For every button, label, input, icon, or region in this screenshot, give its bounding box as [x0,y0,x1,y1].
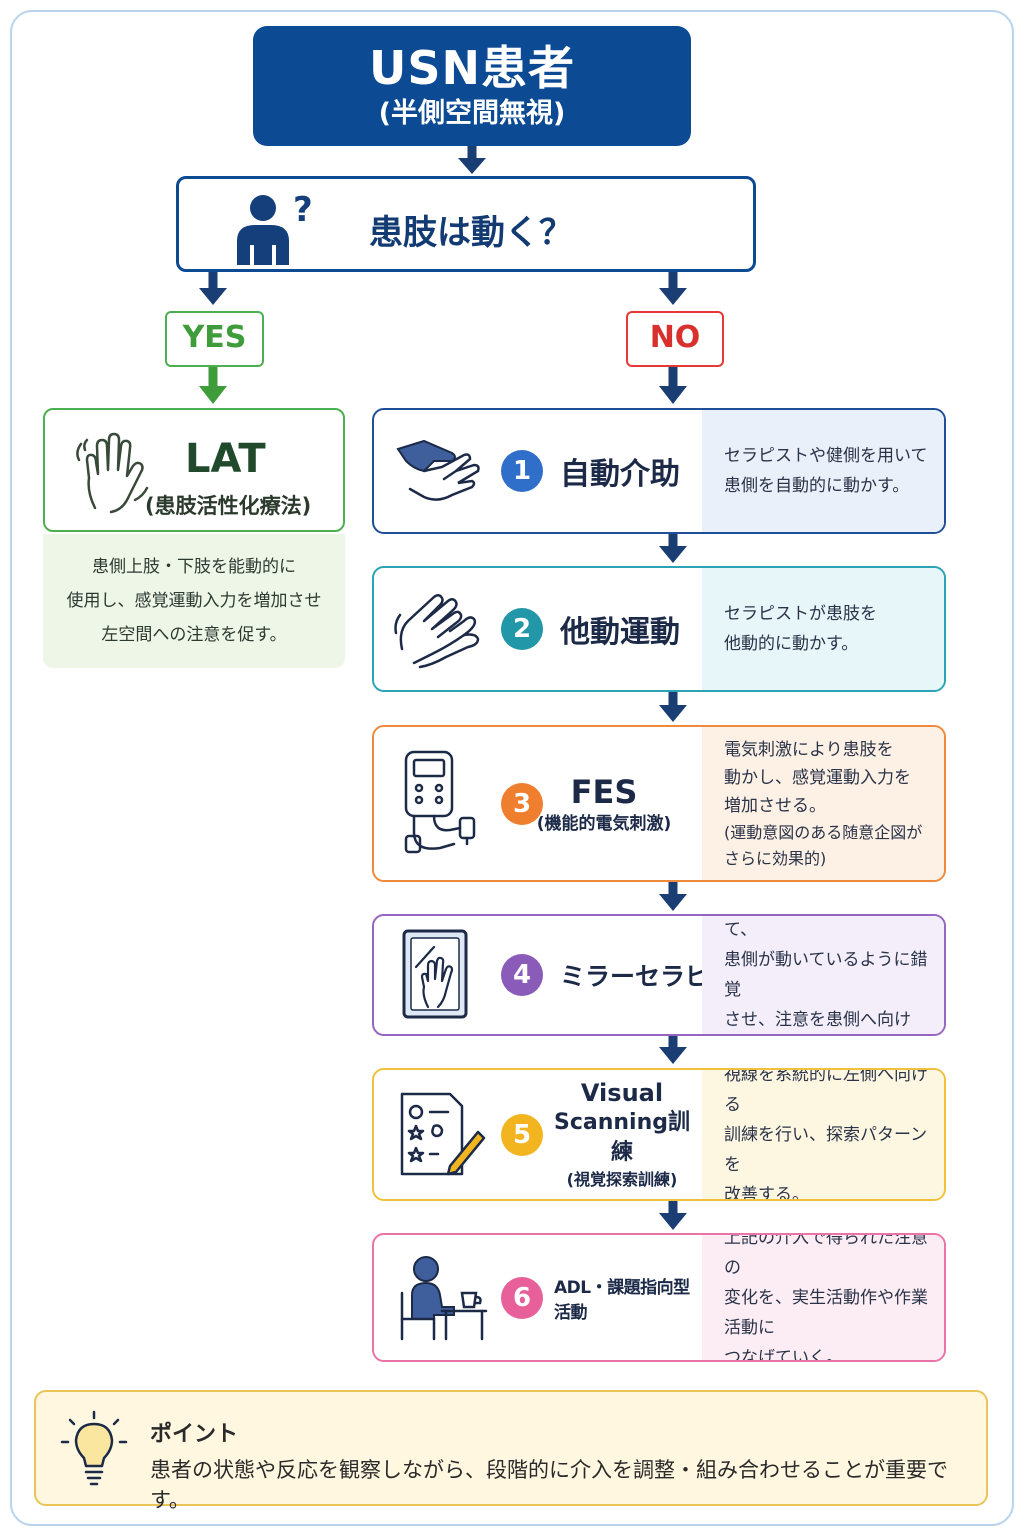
lat-desc-line: 使用し、感覚運動入力を増加させ [66,591,322,611]
step-1-number: 1 [501,450,543,492]
lat-title: LAT [185,436,266,482]
lat-subtitle: (患肢活性化療法) [145,494,312,518]
step-desc-line: さらに効果的) [724,848,827,868]
svg-text:?: ? [293,191,313,230]
step-desc-line: 患側が動いているように錯覚 [724,950,928,1000]
step-2-description: セラピストが患肢を 他動的に動かす。 [702,568,944,690]
step-5-box: 5 Visual Scanning訓練 (視覚探索訓練) 視線を系統的に左側へ向… [372,1068,946,1201]
lightbulb-icon [60,1410,128,1486]
step-desc-line: (運動意図のある随意企図が [724,822,923,842]
lat-desc-line: 患側上肢・下肢を能動的に [92,557,296,577]
step-desc-line: 他動的に動かす。 [724,634,859,654]
step-6-box: 6 ADL・課題指向型活動 上記の介入で得られた注意の 変化を、実生活動作や作業… [372,1233,946,1362]
step-desc-line: 改善する。 [724,1184,809,1201]
mirror-hand-icon [402,929,468,1019]
step-1-description: セラピストや健側を用いて 患側を自動的に動かす。 [702,410,944,532]
yes-label: YES [165,311,264,367]
question-text: 患肢は動く？ [369,213,573,253]
lat-desc-line: 左空間への注意を促す。 [101,625,287,645]
step-3-sublabel: (機能的電気刺激) [536,813,672,834]
step-2-label: 他動運動 [560,615,680,650]
step-6-label: ADL・課題指向型活動 [554,1277,690,1323]
step-5-number: 5 [501,1113,543,1156]
title-box: USN患者 (半側空間無視) [253,26,691,146]
step-desc-line: 変化を、実生活動作や作業活動に [724,1287,928,1338]
page-title: USN患者 [369,41,575,95]
hand-wave-icon [76,432,149,514]
step-4-description: 鏡に映る健側の運動を通じて、 患側が動いているように錯覚 させ、注意を患側へ向け… [702,916,944,1034]
step-desc-line: 電気刺激により患肢を [724,739,894,760]
step-5-label-group: Visual Scanning訓練 (視覚探索訓練) [550,1078,694,1192]
step-desc-line: 視線を系統的に左側へ向ける [724,1068,928,1115]
stimulator-device-icon [404,750,476,853]
step-desc-line: セラピストや健側を用いて [724,446,928,466]
assist-hands-icon [396,439,480,501]
step-desc-line: 鏡に映る健側の運動を通じて、 [724,920,758,940]
person-at-table-icon [400,1255,488,1340]
scanning-worksheet-icon [400,1092,486,1175]
no-label: NO [626,311,724,367]
step-2-number: 2 [501,608,543,650]
step-desc-line: 上記の介入で得られた注意の [724,1233,928,1278]
step-desc-line: つなげていく。 [724,1347,843,1362]
question-box: ? 患肢は動く？ [176,176,756,272]
step-1-box: 1 自動介助 セラピストや健側を用いて 患側を自動的に動かす。 [372,408,946,534]
step-1-label: 自動介助 [560,457,680,492]
step-3-box: 3 FES (機能的電気刺激) 電気刺激により患肢を 動かし、感覚運動入力を 増… [372,725,946,882]
step-5-description: 視線を系統的に左側へ向ける 訓練を行い、探索パターンを 改善する。 [702,1070,944,1199]
step-desc-line: 訓練を行い、探索パターンを [724,1124,928,1175]
step-desc-line: 動かし、感覚運動入力を [724,767,911,788]
step-desc-line: させ、注意を患側へ向ける。 [724,1010,911,1030]
step-6-number: 6 [501,1276,543,1319]
point-text: 患者の状態や反応を観察しながら、段階的に介入を調整・組み合わせることが重要です。 [150,1458,948,1512]
step-3-description: 電気刺激により患肢を 動かし、感覚運動入力を 増加させる。 (運動意図のある随意… [702,727,944,880]
step-6-description: 上記の介入で得られた注意の 変化を、実生活動作や作業活動に つなげていく。 [702,1235,944,1360]
point-box: ポイント 患者の状態や反応を観察しながら、段階的に介入を調整・組み合わせることが… [34,1390,988,1512]
lat-box: LAT (患肢活性化療法) [43,408,345,532]
step-3-label: FES [570,772,638,811]
step-2-box: 2 他動運動 セラピストが患肢を 他動的に動かす。 [372,566,946,692]
step-desc-line: セラピストが患肢を [724,604,877,624]
step-5-sublabel: (視覚探索訓練) [566,1169,678,1189]
step-4-box: 4 ミラーセラピー 鏡に映る健側の運動を通じて、 患側が動いているように錯覚 さ… [372,914,946,1036]
step-5-label-line2: Scanning訓練 [553,1109,690,1165]
step-desc-line: 患側を自動的に動かす。 [724,476,910,496]
passive-hands-icon [394,594,480,669]
step-desc-line: 増加させる。 [724,795,826,816]
step-5-label: Visual [580,1078,664,1107]
lat-description: 患側上肢・下肢を能動的に 使用し、感覚運動入力を増加させ 左空間への注意を促す。 [43,534,345,668]
page-subtitle: (半側空間無視) [378,98,566,129]
step-4-number: 4 [501,954,543,996]
step-3-number: 3 [501,782,543,825]
person-question-icon: ? [237,191,313,265]
step-3-label-group: FES (機能的電気刺激) [537,772,672,836]
point-title: ポイント [150,1422,239,1447]
